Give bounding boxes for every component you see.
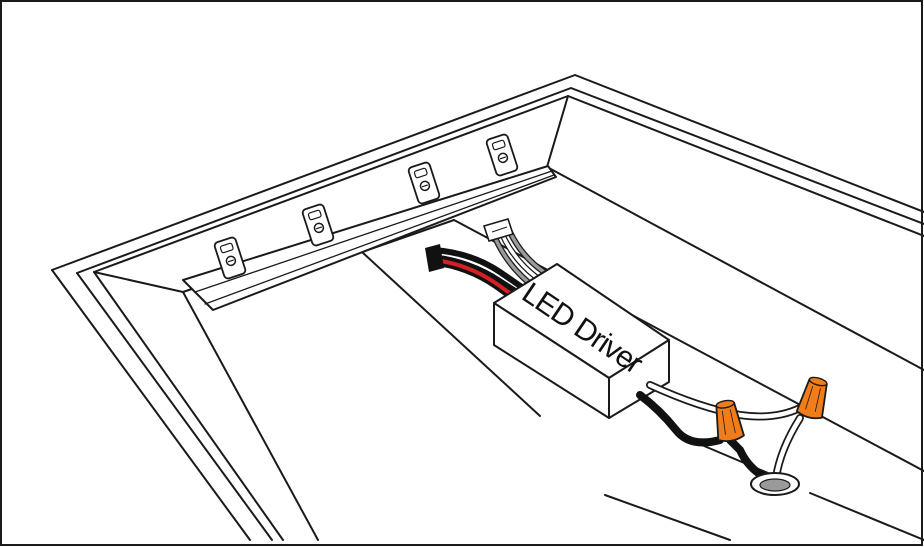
supply-wires [636,381,804,482]
lamp-socket-icon [213,236,247,280]
wire-nut-icon [715,399,745,442]
connector-plug-icon [482,218,515,242]
connector-plug-icon [425,244,444,272]
lamp-socket-1 [213,236,247,280]
input-wires [482,218,547,285]
wire-nut-left [715,399,745,442]
wire-nut-right [795,376,828,420]
wire-nut-icon [795,376,828,420]
lamp-socket-icon [485,133,519,177]
lamp-socket-4 [485,133,519,177]
lamp-socket-icon [407,161,441,205]
lamp-socket-3 [407,161,441,205]
output-wires [425,244,529,305]
lamp-socket-icon [301,203,335,247]
led-driver-box: LED Driver [493,263,670,419]
ceiling-hole-icon [750,472,800,496]
lamp-socket-2 [301,203,335,247]
socket-rail [182,165,557,311]
